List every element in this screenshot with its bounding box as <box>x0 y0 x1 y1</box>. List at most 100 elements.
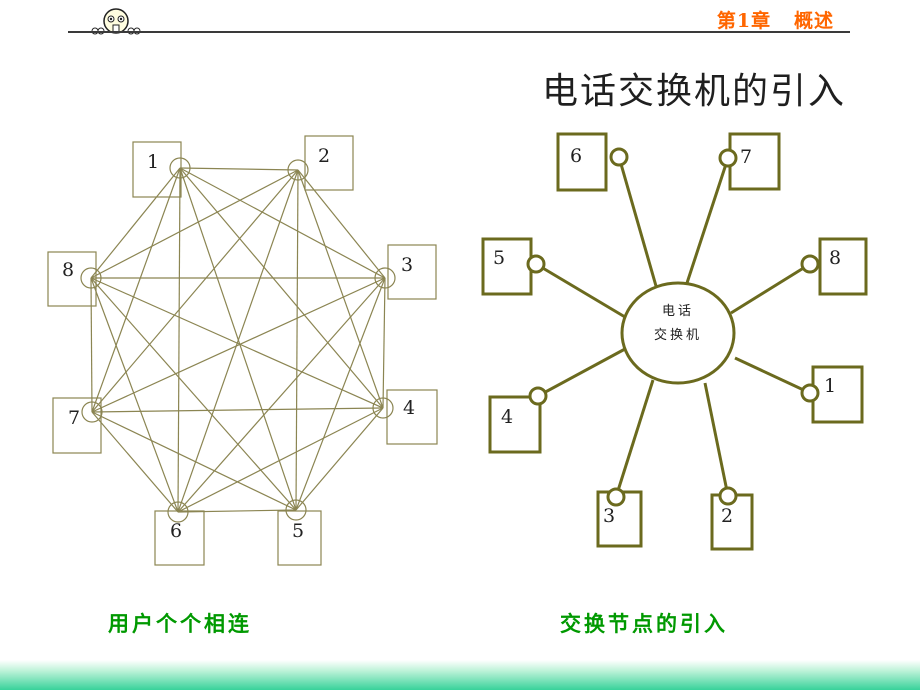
phone-box <box>811 365 864 424</box>
phone-port <box>800 383 820 403</box>
phone-port <box>374 267 396 289</box>
header-rule <box>68 31 850 33</box>
mesh-node-6: 6 <box>154 501 205 566</box>
mesh-node-label: 2 <box>318 145 330 167</box>
star-link <box>537 347 626 398</box>
star-link <box>535 262 626 319</box>
phone-port <box>609 147 629 167</box>
mesh-link <box>90 277 179 513</box>
mesh-caption: 用户个个相连 <box>108 612 252 636</box>
phone-port <box>526 254 546 274</box>
mesh-node-5: 5 <box>277 499 322 566</box>
phone-box <box>481 237 533 296</box>
phone-port <box>606 487 626 507</box>
mesh-node-label: 3 <box>401 254 413 276</box>
phone-port <box>528 386 548 406</box>
mesh-link <box>90 169 299 279</box>
star-node-8: 8 <box>800 237 868 296</box>
star-node-1: 1 <box>800 365 864 424</box>
mesh-link <box>179 167 384 409</box>
star-link <box>685 157 730 284</box>
phone-box <box>277 510 322 566</box>
mesh-link <box>90 277 93 413</box>
mesh-link <box>179 167 297 511</box>
mesh-link <box>90 167 181 279</box>
mesh-link <box>91 411 297 511</box>
star-link <box>703 382 730 497</box>
mesh-link <box>295 169 299 511</box>
mesh-link <box>295 277 386 511</box>
mesh-link <box>382 277 386 409</box>
mesh-link <box>177 407 384 513</box>
phone-box <box>728 132 781 191</box>
phone-port <box>718 148 738 168</box>
phone-box <box>132 141 182 198</box>
mesh-link <box>91 411 179 513</box>
mesh-link <box>177 167 181 513</box>
mesh-node-1: 1 <box>132 141 191 198</box>
mesh-link <box>91 407 384 413</box>
phone-port <box>372 397 394 419</box>
mesh-link <box>177 509 297 513</box>
star-node-2: 2 <box>710 486 754 551</box>
star-node-label: 1 <box>824 375 836 397</box>
footer-gradient-bar <box>0 660 920 690</box>
exchange-label-line1: 电话 <box>662 304 694 319</box>
mesh-link <box>177 169 299 513</box>
mesh-link <box>179 167 386 279</box>
star-node-label: 5 <box>493 247 505 269</box>
mesh-node-7: 7 <box>52 397 103 454</box>
star-node-7: 7 <box>718 132 781 191</box>
phone-box <box>154 510 205 566</box>
star-node-label: 2 <box>721 505 733 527</box>
mesh-node-label: 8 <box>62 259 74 281</box>
star-node-3: 3 <box>596 487 643 548</box>
mesh-diagram: 1 2 3 4 5 6 7 8 <box>47 135 438 566</box>
mesh-node-label: 1 <box>147 151 159 173</box>
mesh-link <box>179 167 299 171</box>
phone-port <box>285 499 307 521</box>
star-node-4: 4 <box>488 386 548 454</box>
mesh-node-label: 6 <box>170 520 182 542</box>
mesh-node-label: 5 <box>292 520 304 542</box>
star-link <box>617 156 658 287</box>
star-node-label: 7 <box>740 146 752 168</box>
star-link <box>730 262 811 315</box>
exchange-label-line2: 交换机 <box>654 327 702 343</box>
star-node-label: 8 <box>829 247 841 269</box>
phone-box <box>387 244 437 300</box>
mesh-node-2: 2 <box>287 135 354 191</box>
star-diagram: 1 2 3 4 5 6 7 8 电话交换机 <box>481 132 868 551</box>
phone-box <box>818 237 868 296</box>
mesh-node-4: 4 <box>372 389 438 445</box>
chapter-label: 第1章 概述 <box>716 10 834 32</box>
mesh-link <box>295 407 384 511</box>
phone-box <box>52 397 102 454</box>
mesh-link <box>91 169 299 413</box>
star-node-6: 6 <box>556 132 629 192</box>
phone-box <box>47 251 97 307</box>
star-link <box>614 379 655 498</box>
slide-title: 电话交换机的引入 <box>541 71 846 112</box>
mesh-link <box>91 277 386 413</box>
star-node-label: 6 <box>570 145 582 167</box>
star-node-5: 5 <box>481 237 546 296</box>
mesh-link <box>297 169 386 279</box>
mesh-node-label: 4 <box>403 397 415 419</box>
phone-port <box>169 157 191 179</box>
mesh-node-8: 8 <box>47 251 102 307</box>
phone-port <box>718 486 738 506</box>
mesh-link <box>90 277 297 511</box>
phone-box <box>556 132 608 192</box>
mesh-link <box>90 277 384 409</box>
mesh-link <box>91 167 181 413</box>
phone-box <box>488 395 542 454</box>
phone-port <box>81 401 103 423</box>
phone-port <box>287 159 309 181</box>
phone-port <box>167 501 189 523</box>
mesh-node-label: 7 <box>68 407 80 429</box>
star-node-label: 4 <box>501 406 513 428</box>
phone-port <box>80 267 102 289</box>
mesh-node-3: 3 <box>374 244 437 300</box>
